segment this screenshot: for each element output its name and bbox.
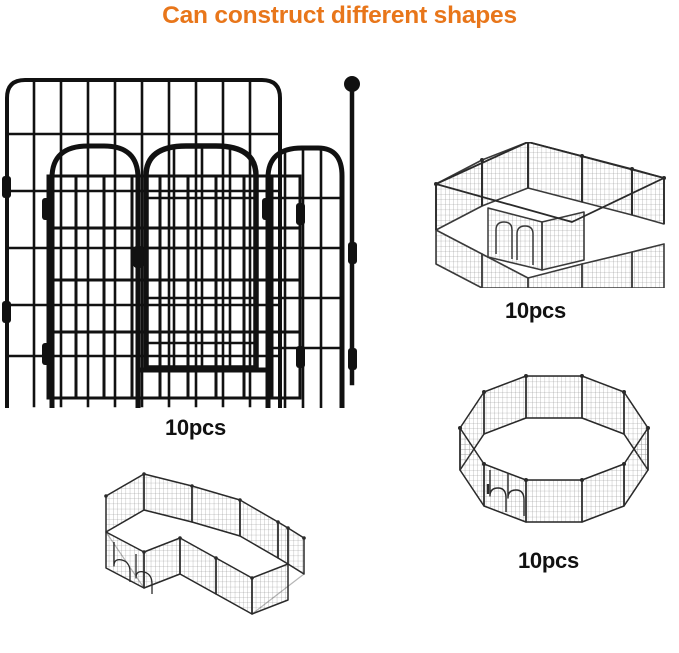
ground-anchor-stake-icon — [344, 76, 360, 386]
quantity-label-octagon: 10pcs — [518, 548, 579, 573]
figure-ushape-playpen — [92, 462, 318, 618]
gate-latch-icon — [133, 246, 144, 268]
figure-octagon-playpen — [448, 366, 672, 532]
quantity-label-main: 10pcs — [165, 415, 226, 440]
quantity-label-rectangle: 10pcs — [505, 298, 566, 323]
figure-rectangle-playpen — [424, 142, 670, 288]
figure-main-playpen-panels — [0, 58, 380, 408]
page-title: Can construct different shapes — [162, 2, 517, 29]
